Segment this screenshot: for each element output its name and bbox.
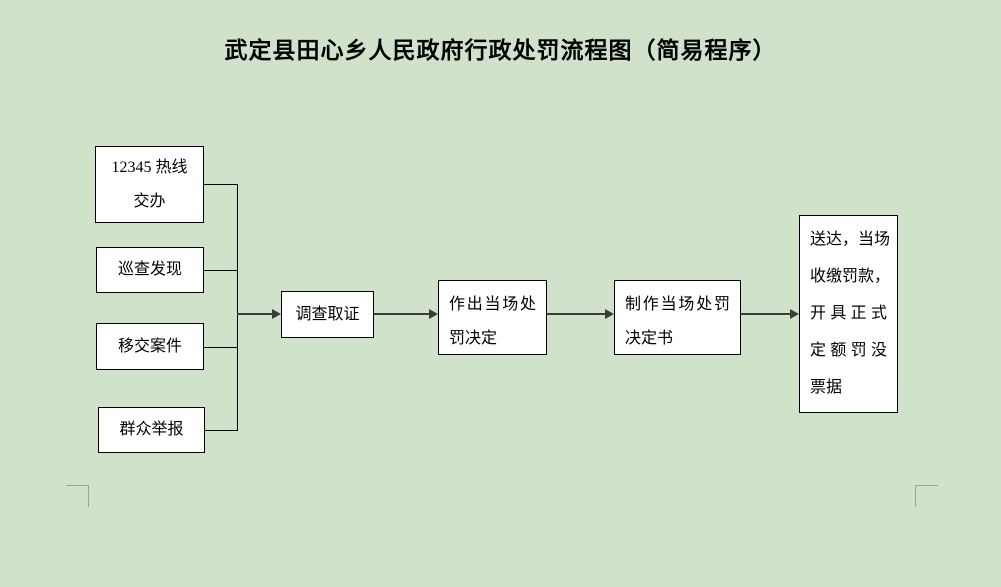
flow-box-penalty-decision-document: 制作当场处罚决定书 [614, 280, 741, 355]
box-text-line: 作出当场处 [449, 296, 536, 313]
crop-mark-bottom-left-horizontal [66, 485, 89, 486]
box-text-line: 调查取证 [295, 305, 360, 323]
arrowhead-delivery [790, 309, 799, 319]
connector-patrol-stub [204, 270, 237, 271]
box-text-line: 定额罚没 [810, 342, 887, 359]
flow-box-public-report: 群众举报 [98, 407, 205, 453]
crop-mark-bottom-right-horizontal [915, 485, 938, 486]
flow-box-delivery-and-receipt: 送达，当场收缴罚款， 开具正式定额罚没票据 [799, 215, 898, 413]
flow-box-case-transfer: 移交案件 [96, 323, 204, 370]
arrow-decision-to-document [547, 313, 607, 315]
box-text-line: 巡查发现 [117, 261, 182, 278]
arrow-merge-to-investigation [237, 313, 274, 315]
box-text-line: 交办 [133, 192, 166, 210]
arrow-document-to-delivery [741, 313, 792, 315]
box-text-line: 票据 [810, 379, 843, 396]
box-text-line: 罚决定 [449, 330, 498, 347]
connector-hotline-stub [204, 184, 237, 185]
arrowhead-decision [429, 309, 438, 319]
crop-mark-bottom-left-vertical [88, 485, 89, 507]
arrowhead-investigation [272, 309, 281, 319]
connector-merge-vertical [237, 184, 238, 431]
box-text-line: 收缴罚款， [810, 268, 891, 285]
box-text-line: 移交案件 [117, 337, 182, 355]
connector-transfer-stub [204, 347, 237, 348]
box-text-line: 送达，当场 [810, 231, 891, 248]
box-text-line: 制作当场处罚 [625, 296, 730, 313]
flow-box-onsite-penalty-decision: 作出当场处罚决定 [438, 280, 547, 355]
flow-box-investigation: 调查取证 [281, 291, 374, 338]
arrowhead-document [605, 309, 614, 319]
arrow-investigation-to-decision [374, 313, 431, 315]
box-text-line: 开具正式 [810, 305, 887, 322]
page-title: 武定县田心乡人民政府行政处罚流程图（简易程序） [224, 38, 777, 63]
box-text-line: 决定书 [625, 330, 674, 347]
box-text-line: 12345 热线 [111, 158, 188, 176]
box-text-line: 群众举报 [119, 421, 184, 438]
crop-mark-bottom-right-vertical [915, 485, 916, 507]
connector-report-stub [205, 430, 237, 431]
flow-box-hotline: 12345 热线交办 [95, 146, 204, 223]
flow-box-patrol-discovery: 巡查发现 [96, 247, 204, 293]
